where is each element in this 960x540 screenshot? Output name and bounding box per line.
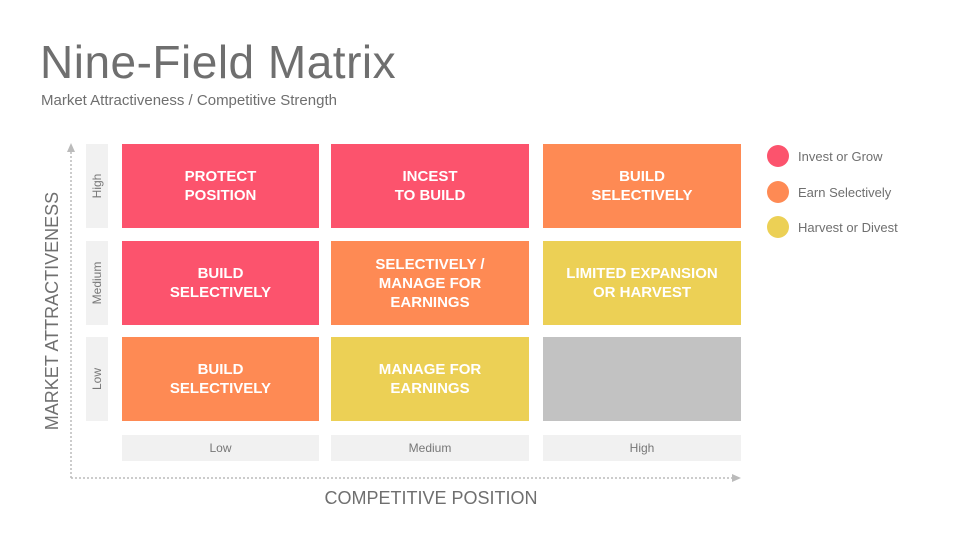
y-axis-arrow <box>67 143 75 152</box>
row-label-text: Low <box>90 367 104 391</box>
legend-label: Invest or Grow <box>798 148 883 164</box>
matrix-cell-low-high <box>543 337 741 421</box>
legend-item-earn: Earn Selectively <box>767 181 891 203</box>
matrix-cell-high-low: PROTECT POSITION <box>122 144 319 228</box>
matrix-cell-low-low: BUILD SELECTIVELY <box>122 337 319 421</box>
legend-swatch <box>767 216 789 238</box>
legend-label: Earn Selectively <box>798 184 892 200</box>
matrix-cell-medium-low: BUILD SELECTIVELY <box>122 241 319 325</box>
row-label-text: High <box>90 173 104 199</box>
row-label-low: Low <box>86 337 108 421</box>
matrix-cell-high-high: BUILD SELECTIVELY <box>543 144 741 228</box>
x-axis-arrow <box>732 474 741 482</box>
legend-label: Harvest or Divest <box>798 219 898 235</box>
y-axis-title: MARKET ATTRACTIVENESS <box>42 191 62 431</box>
legend-item-invest: Invest or Grow <box>767 145 883 167</box>
legend-swatch <box>767 181 789 203</box>
page-title: Nine-Field Matrix <box>40 36 397 88</box>
row-label-medium: Medium <box>86 241 108 325</box>
matrix-cell-high-medium: INCEST TO BUILD <box>331 144 529 228</box>
legend-item-harvest: Harvest or Divest <box>767 216 898 238</box>
row-label-text: Medium <box>90 261 104 305</box>
legend-swatch <box>767 145 789 167</box>
col-label-medium: Medium <box>331 435 529 461</box>
matrix-cell-low-medium: MANAGE FOR EARNINGS <box>331 337 529 421</box>
matrix-cell-medium-high: LIMITED EXPANSION OR HARVEST <box>543 241 741 325</box>
x-axis-title: COMPETITIVE POSITION <box>324 488 538 508</box>
matrix-cell-medium-medium: SELECTIVELY / MANAGE FOR EARNINGS <box>331 241 529 325</box>
page-subtitle: Market Attractiveness / Competitive Stre… <box>41 92 337 109</box>
col-label-low: Low <box>122 435 319 461</box>
row-label-high: High <box>86 144 108 228</box>
col-label-high: High <box>543 435 741 461</box>
